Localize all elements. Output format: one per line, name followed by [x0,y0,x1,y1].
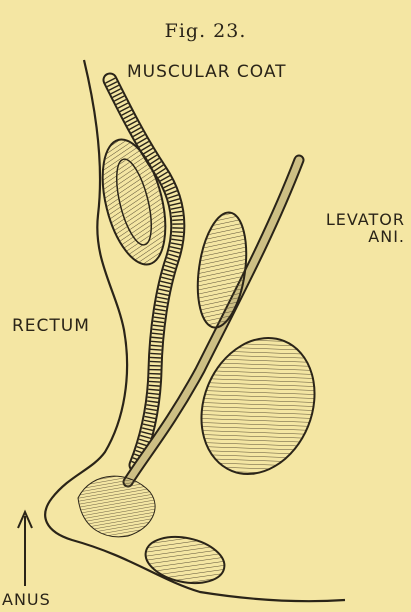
oval-middle [191,209,253,330]
label-levator-ani: LEVATOR ANI. [326,212,405,246]
figure-title: Fig. 23. [0,22,411,41]
label-anus: ANUS [2,592,51,608]
anus-arrow-icon [18,512,32,586]
oval-right-large [182,321,335,491]
label-rectum: RECTUM [12,318,90,335]
label-muscular-coat: MUSCULAR COAT [127,64,287,81]
oval-bottom [141,530,228,590]
sphincter-fan [78,476,155,537]
muscular-coat-band [110,80,178,465]
label-levator-line2: ANI. [326,229,405,246]
